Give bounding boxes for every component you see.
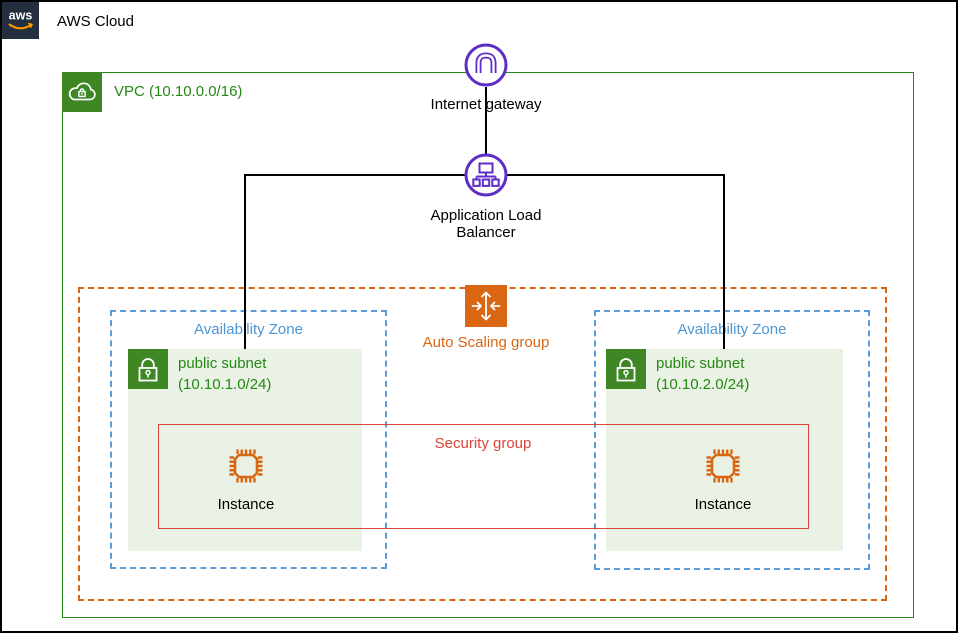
vpc-label: VPC (10.10.0.0/16): [114, 83, 243, 100]
availability-zone-right: Availability Zone: [594, 310, 870, 570]
public-subnet-right-label: public subnet (10.10.2.0/24): [656, 353, 749, 395]
connector-alb-left-horizontal: [245, 174, 465, 176]
security-group-container: [158, 424, 809, 529]
connector-alb-to-left-subnet: [244, 174, 246, 349]
aws-logo-text: aws: [9, 9, 33, 23]
vpc-icon: [62, 72, 102, 112]
public-subnet-right-name: public subnet: [656, 355, 745, 372]
availability-zone-left: Availability Zone: [110, 310, 387, 569]
aws-cloud-label: AWS Cloud: [57, 13, 134, 30]
connector-alb-right-horizontal: [507, 174, 724, 176]
availability-zone-left-label: Availability Zone: [194, 321, 303, 338]
internet-gateway-icon: [464, 43, 508, 87]
load-balancer-label: Application Load Balancer: [406, 207, 566, 241]
instance-icon-left: [224, 444, 268, 488]
security-group-label: Security group: [434, 435, 532, 452]
instance-label-right: Instance: [694, 496, 752, 513]
subnet-lock-icon-left: [128, 349, 168, 389]
instance-label-left: Instance: [217, 496, 275, 513]
availability-zone-right-label: Availability Zone: [677, 321, 787, 338]
connector-alb-to-right-subnet: [723, 174, 725, 349]
load-balancer-icon: [464, 153, 508, 197]
instance-icon-right: [701, 444, 745, 488]
auto-scaling-group-label: Auto Scaling group: [422, 334, 550, 351]
aws-logo-icon: aws: [2, 2, 39, 39]
public-subnet-left-name: public subnet: [178, 355, 267, 372]
connector-igw-to-alb: [485, 87, 487, 154]
auto-scaling-icon: [465, 285, 507, 327]
load-balancer-label-line2: Balancer: [456, 224, 516, 241]
load-balancer-label-line1: Application Load: [430, 207, 542, 224]
public-subnet-left-label: public subnet (10.10.1.0/24): [178, 353, 271, 395]
public-subnet-left-cidr: (10.10.1.0/24): [178, 376, 272, 393]
subnet-lock-icon-right: [606, 349, 646, 389]
public-subnet-right-cidr: (10.10.2.0/24): [656, 376, 750, 393]
